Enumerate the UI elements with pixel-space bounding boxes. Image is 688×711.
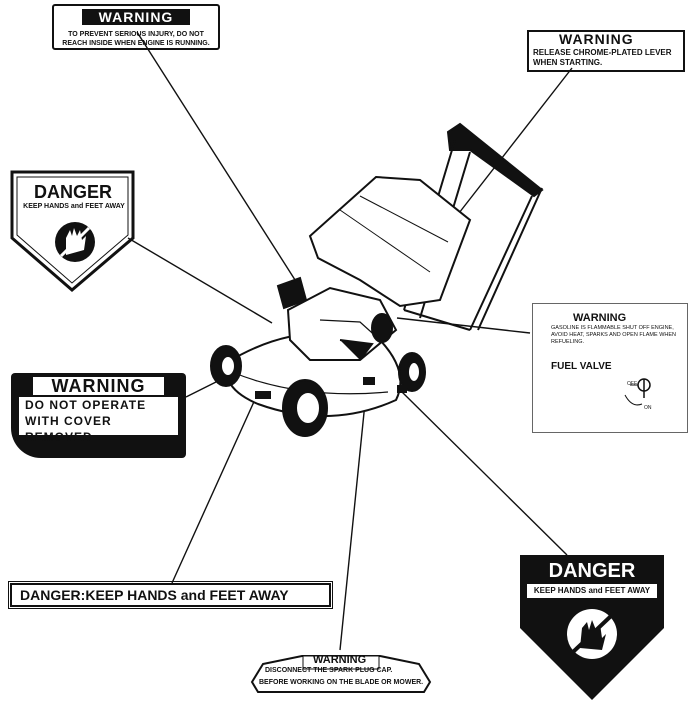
fuel-valve-heading: FUEL VALVE (551, 361, 612, 372)
label-heading: DANGER (548, 560, 636, 582)
wheel-rear-right (371, 313, 393, 343)
grass-bag (308, 175, 472, 308)
label-heading: WARNING (559, 31, 634, 47)
label-text: TO PREVENT SERIOUS INJURY, DO NOT REACH … (62, 31, 210, 47)
label-text: DO NOT OPERATE WITH COVER REMOVED (19, 397, 178, 444)
label-text-line2: BEFORE WORKING ON THE BLADE OR MOWER. (259, 679, 424, 686)
label-heading: WARNING (573, 312, 627, 324)
lawn-mower (210, 122, 544, 437)
warning-spark-plug-label: WARNING DISCONNECT THE SPARK PLUG CAP. B… (253, 650, 429, 696)
danger-strip-label: DANGER:KEEP HANDS and FEET AWAY (8, 581, 333, 609)
label-text: KEEP HANDS and FEET AWAY (533, 586, 651, 595)
label-text: GASOLINE IS FLAMMABLE SHUT OFF ENGINE, A… (551, 325, 676, 345)
warning-cover-label: WARNING DO NOT OPERATE WITH COVER REMOVE… (11, 373, 186, 458)
label-heading: DANGER (33, 182, 112, 202)
label-heading: WARNING (313, 654, 367, 666)
label-text: KEEP HANDS and FEET AWAY (23, 203, 125, 210)
label-heading: WARNING (82, 9, 190, 25)
warning-lever-label: WARNING RELEASE CHROME-PLATED LEVER WHEN… (527, 30, 685, 72)
warning-reach-inside-label: WARNING TO PREVENT SERIOUS INJURY, DO NO… (52, 4, 220, 50)
label-text-line1: DISCONNECT THE SPARK PLUG CAP. (265, 667, 393, 674)
label-text: RELEASE CHROME-PLATED LEVER WHEN STARTIN… (533, 48, 672, 67)
fuel-valve-dial (624, 378, 651, 406)
label-heading: WARNING (33, 377, 164, 395)
fuel-off-text: OFF (627, 381, 637, 387)
fuel-on-text: ON (644, 405, 652, 411)
warning-fuel-label: WARNING GASOLINE IS FLAMMABLE SHUT OFF E… (532, 303, 688, 433)
